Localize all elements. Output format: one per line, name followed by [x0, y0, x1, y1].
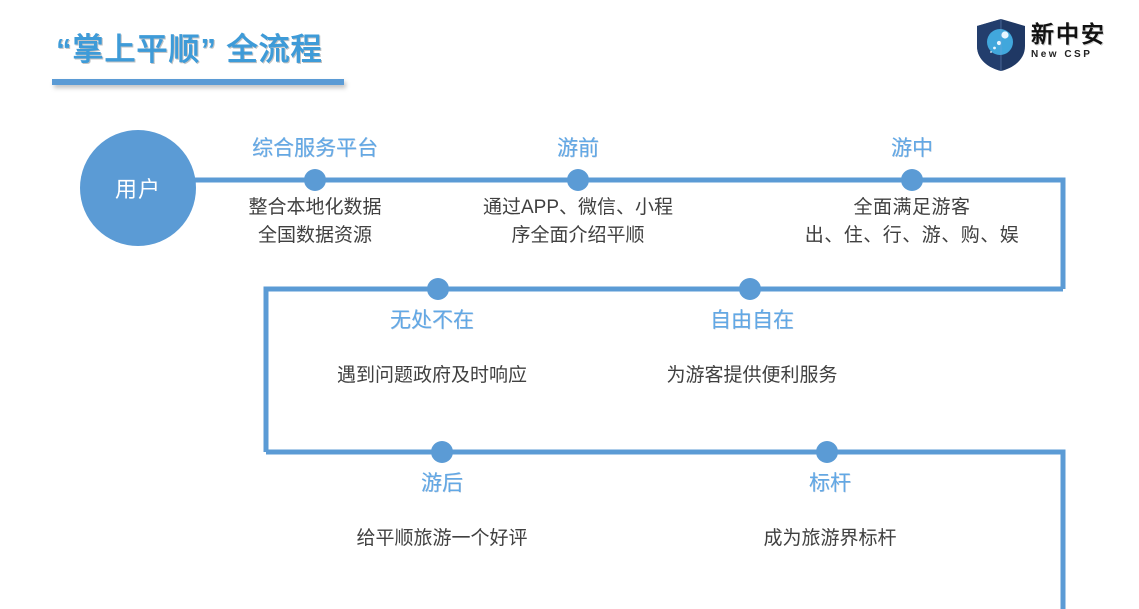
flow-stage-description-line1: 给平顺旅游一个好评 [356, 528, 528, 549]
flow-stage-description-line1: 成为旅游界标杆 [763, 528, 897, 549]
logo-name-cn: 新中安 [1031, 21, 1106, 47]
flow-stage-title: 游前 [557, 137, 599, 160]
flow-stage-title: 自由自在 [710, 309, 794, 332]
flow-stage-pre-tour[interactable]: 游前 通过APP、微信、小程 序全面介绍平顺 [462, 136, 694, 250]
flow-dot-pre-tour [567, 169, 589, 191]
flow-stage-description-line2: 出、住、行、游、购、娱 [804, 225, 1020, 246]
flow-stage-description-line1: 全面满足游客 [853, 197, 971, 218]
flow-dot-freedom [739, 278, 761, 300]
flow-stage-description-line1: 为游客提供便利服务 [666, 365, 838, 386]
flow-dot-benchmark [816, 441, 838, 463]
flow-stage-benchmark[interactable]: 标杆 成为旅游界标杆 [710, 471, 950, 553]
flow-stage-description: 全面满足游客 出、住、行、游、购、娱 [790, 194, 1034, 250]
company-logo: 新中安 New CSP [975, 18, 1123, 72]
flow-stage-description-line2: 全国数据资源 [257, 225, 372, 246]
page-title: “掌上平顺” 全流程 [56, 32, 323, 67]
flow-stage-title: 游后 [421, 472, 463, 495]
flow-stage-title: 无处不在 [390, 309, 474, 332]
flow-dot-everywhere [427, 278, 449, 300]
flow-dot-during-tour [901, 169, 923, 191]
logo-text: 新中安 New CSP [1031, 20, 1123, 61]
flow-stage-description-line2: 序全面介绍平顺 [511, 225, 645, 246]
flow-stage-description: 遇到问题政府及时响应 [312, 362, 552, 390]
logo-name-en: New CSP [1031, 49, 1093, 60]
flow-stage-description: 通过APP、微信、小程 序全面介绍平顺 [462, 194, 694, 250]
flow-dot-post-tour [431, 441, 453, 463]
flow-stage-title: 综合服务平台 [252, 137, 378, 160]
flow-stage-title: 标杆 [809, 472, 851, 495]
flow-stage-description: 成为旅游界标杆 [710, 525, 950, 553]
flow-stage-title: 游中 [891, 137, 933, 160]
flow-stage-everywhere[interactable]: 无处不在 遇到问题政府及时响应 [312, 308, 552, 390]
flow-stage-description: 为游客提供便利服务 [632, 362, 872, 390]
shield-icon [977, 19, 1025, 71]
flow-stage-freedom[interactable]: 自由自在 为游客提供便利服务 [632, 308, 872, 390]
title-underline [52, 79, 344, 85]
flow-stage-description-line1: 整合本地化数据 [248, 197, 382, 218]
flow-stage-description-line1: 通过APP、微信、小程 [482, 197, 674, 218]
flow-dot-platform [304, 169, 326, 191]
flow-stage-description: 给平顺旅游一个好评 [322, 525, 562, 553]
flow-start-node-user[interactable]: 用户 [80, 130, 196, 246]
flow-start-node-label: 用户 [114, 177, 161, 202]
flow-stage-description-line1: 遇到问题政府及时响应 [336, 365, 527, 386]
flow-stage-post-tour[interactable]: 游后 给平顺旅游一个好评 [322, 471, 562, 553]
flow-stage-platform[interactable]: 综合服务平台 整合本地化数据 全国数据资源 [198, 136, 432, 250]
flow-stage-during-tour[interactable]: 游中 全面满足游客 出、住、行、游、购、娱 [790, 136, 1034, 250]
flow-stage-description: 整合本地化数据 全国数据资源 [198, 194, 432, 250]
